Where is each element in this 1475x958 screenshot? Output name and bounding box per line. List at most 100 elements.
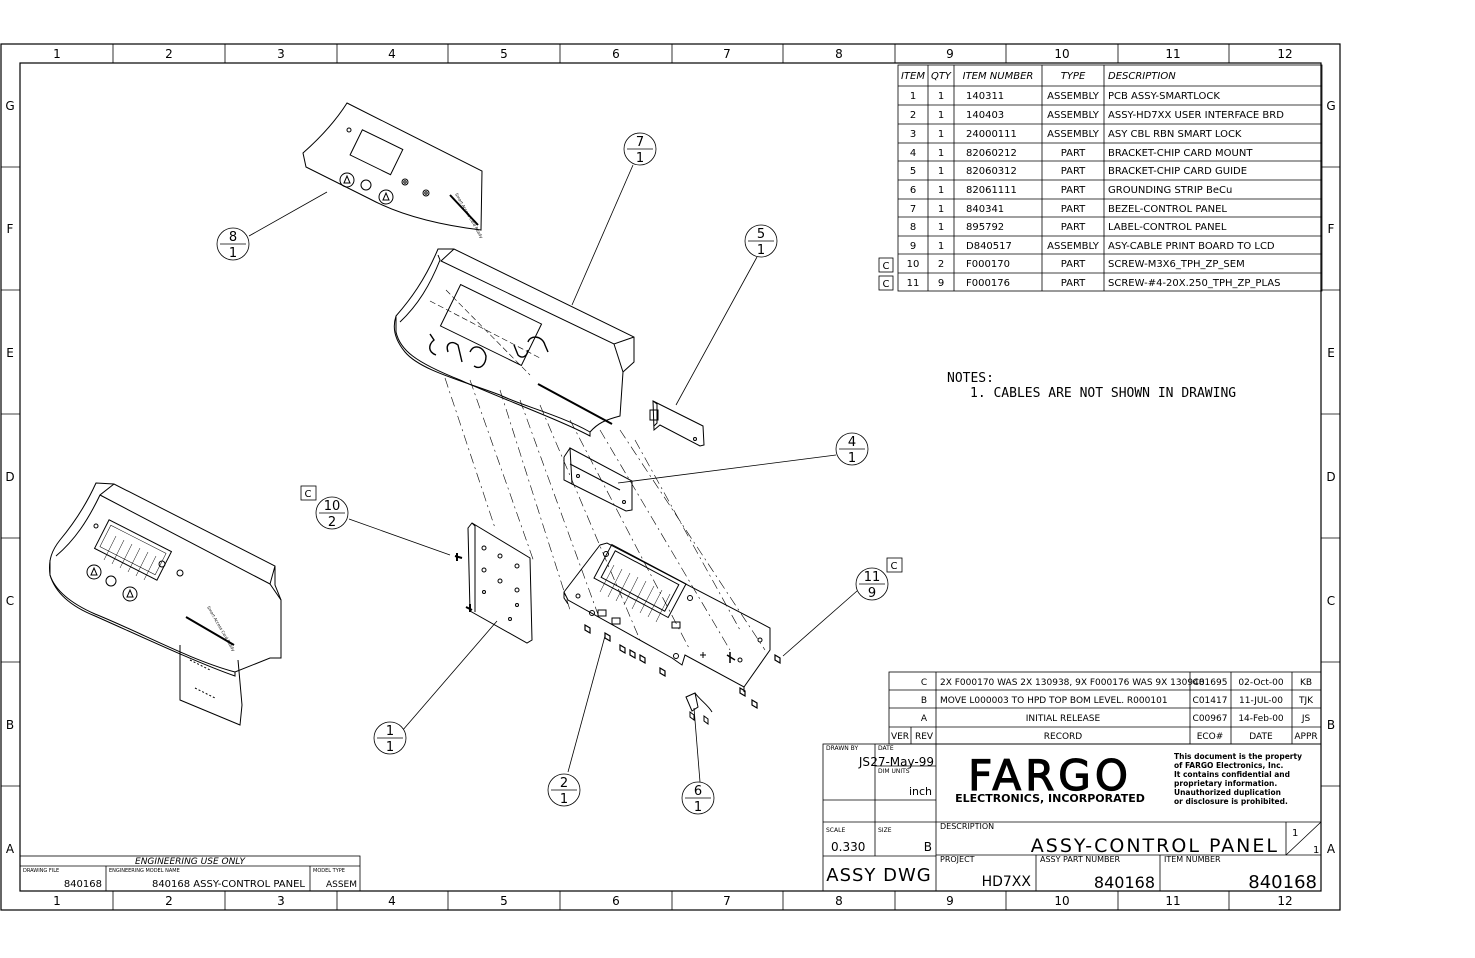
- description-label: DESCRIPTION: [940, 822, 994, 831]
- proprietary-line: It contains confidential and: [1174, 770, 1290, 779]
- row-label: B: [1327, 718, 1335, 732]
- proprietary-line: Unauthorized duplication: [1174, 788, 1281, 797]
- inner-border: [19, 62, 1322, 892]
- rev-cell-record: 2X F000170 WAS 2X 130938, 9X F000176 WAS…: [940, 678, 1205, 688]
- drawn-by-value: JS: [858, 755, 870, 769]
- callout-qty: 1: [386, 740, 394, 755]
- col-label: 7: [723, 47, 731, 61]
- size-value: B: [924, 840, 932, 854]
- bom-cell-number: 82061111: [966, 185, 1017, 196]
- company-name: ELECTRONICS, INCORPORATED: [955, 792, 1145, 805]
- bom-cell-desc: SCREW-#4-20X.250_TPH_ZP_PLAS: [1108, 278, 1280, 289]
- bom-cell-qty: 9: [938, 278, 944, 289]
- bom-cell-item: 2: [910, 110, 916, 121]
- callout-balloon-item-4: 41: [835, 432, 869, 466]
- bom-cell-item: 8: [910, 222, 916, 233]
- engineering-block-text: ENGINEERING USE ONLY DRAWING FILE 840168…: [23, 857, 357, 890]
- row-ticks: [1, 166, 1340, 787]
- sheet-number: 1: [1292, 828, 1298, 839]
- rev-cell-record: INITIAL RELEASE: [1026, 714, 1101, 724]
- callout-item: 7: [636, 135, 644, 150]
- col-label: 5: [500, 47, 508, 61]
- rev-cell-rev: C: [921, 678, 927, 688]
- rev-cell-appr: TJK: [1298, 696, 1314, 706]
- rev-cell-record: MOVE L000003 TO HPD TOP BOM LEVEL. R0001…: [940, 696, 1168, 706]
- rev-header-record: RECORD: [1044, 732, 1083, 742]
- revision-header: VER REV RECORD ECO# DATE APPR: [891, 732, 1318, 742]
- bom-cell-number: F000170: [966, 259, 1010, 270]
- project-value: HD7XX: [982, 874, 1032, 890]
- label-brand-text: Smart Access Card Ready: [454, 192, 484, 240]
- callout-balloon-item-5: 51: [744, 224, 778, 258]
- col-label: 11: [1165, 47, 1180, 61]
- bom-cell-type: ASSEMBLY: [1047, 110, 1100, 121]
- bom-cell-desc: GROUNDING STRIP BeCu: [1108, 185, 1232, 196]
- title-block-text: DRAWN BY JS DATE 27-May-99 DIM UNITS inc…: [826, 745, 1319, 893]
- description-value: ASSY-CONTROL PANEL: [1031, 835, 1279, 857]
- col-label: 9: [946, 894, 954, 908]
- rev-header-ver: VER: [891, 732, 909, 742]
- callout-qty: 1: [757, 243, 765, 258]
- bom-cell-type: ASSEMBLY: [1047, 129, 1100, 140]
- bom-cell-desc: BRACKET-CHIP CARD MOUNT: [1108, 148, 1253, 159]
- row-label: F: [1328, 222, 1335, 236]
- title-block: [822, 743, 1322, 892]
- col-label: 6: [612, 47, 620, 61]
- bom-cell-number: 82060312: [966, 166, 1017, 177]
- rev-cell-appr: JS: [1301, 714, 1311, 724]
- bom-table: [897, 64, 1323, 292]
- col-label: 12: [1277, 47, 1292, 61]
- rev-header-eco: ECO#: [1197, 732, 1224, 742]
- bom-cell-number: 895792: [966, 222, 1004, 233]
- assy-part-label: ASSY PART NUMBER: [1040, 855, 1121, 864]
- col-label: 6: [612, 894, 620, 908]
- col-label: 11: [1165, 894, 1180, 908]
- bom-cell-item: 7: [910, 204, 916, 215]
- bom-header-description: DESCRIPTION: [1108, 71, 1176, 82]
- rev-flag: C: [878, 257, 894, 273]
- callout-balloon-item-2: 21: [547, 773, 581, 807]
- scale-label: SCALE: [826, 827, 845, 834]
- rev-cell-appr: KB: [1300, 678, 1312, 688]
- rev-header-appr: APPR: [1294, 732, 1317, 742]
- bom-cell-qty: 1: [938, 148, 944, 159]
- project-label: PROJECT: [940, 855, 975, 864]
- col-label: 12: [1277, 894, 1292, 908]
- small-label-text: Smart Access Card Ready Smart Access Car…: [206, 192, 484, 653]
- proprietary-line: This document is the property: [1174, 752, 1302, 761]
- bracket-chip-card-mount-part: [563, 447, 633, 512]
- rev-cell-date: 14-Feb-00: [1238, 714, 1284, 724]
- bom-cell-item: 9: [910, 241, 916, 252]
- column-labels-top: 1 2 3 4 5 6 7 8 9 10 11 12: [53, 47, 1292, 61]
- row-label: D: [5, 470, 14, 484]
- col-label: 4: [388, 47, 396, 61]
- bom-cell-qty: 1: [938, 166, 944, 177]
- callout-qty: 1: [848, 451, 856, 466]
- item-number-label: ITEM NUMBER: [1164, 855, 1221, 864]
- rev-header-rev: REV: [915, 732, 934, 742]
- row-labels-left: G F E D C B A: [5, 99, 15, 856]
- rev-flag: C: [886, 557, 903, 573]
- projection-lines: [444, 377, 766, 651]
- drawing-file-value: 840168: [64, 879, 102, 890]
- scale-value: 0.330: [831, 840, 865, 854]
- outer-border: [0, 43, 1341, 911]
- col-label: 10: [1054, 894, 1069, 908]
- bom-cell-qty: 1: [938, 204, 944, 215]
- row-label: G: [1326, 99, 1335, 113]
- callout-item: 8: [229, 230, 237, 245]
- bezel-control-panel-part: [393, 248, 635, 437]
- bom-cell-qty: 1: [938, 241, 944, 252]
- bom-cell-desc: ASY CBL RBN SMART LOCK: [1108, 129, 1242, 140]
- model-type-label: MODEL TYPE: [313, 868, 345, 874]
- rev-flag: C: [300, 485, 317, 501]
- bom-cell-type: PART: [1061, 204, 1086, 215]
- row-label: E: [6, 346, 14, 360]
- bom-cell-item: 10: [907, 259, 920, 270]
- row-label: F: [7, 222, 14, 236]
- bom-cell-desc: BRACKET-CHIP CARD GUIDE: [1108, 166, 1247, 177]
- sheet-of: 1: [1313, 845, 1319, 856]
- bom-cell-type: PART: [1061, 222, 1086, 233]
